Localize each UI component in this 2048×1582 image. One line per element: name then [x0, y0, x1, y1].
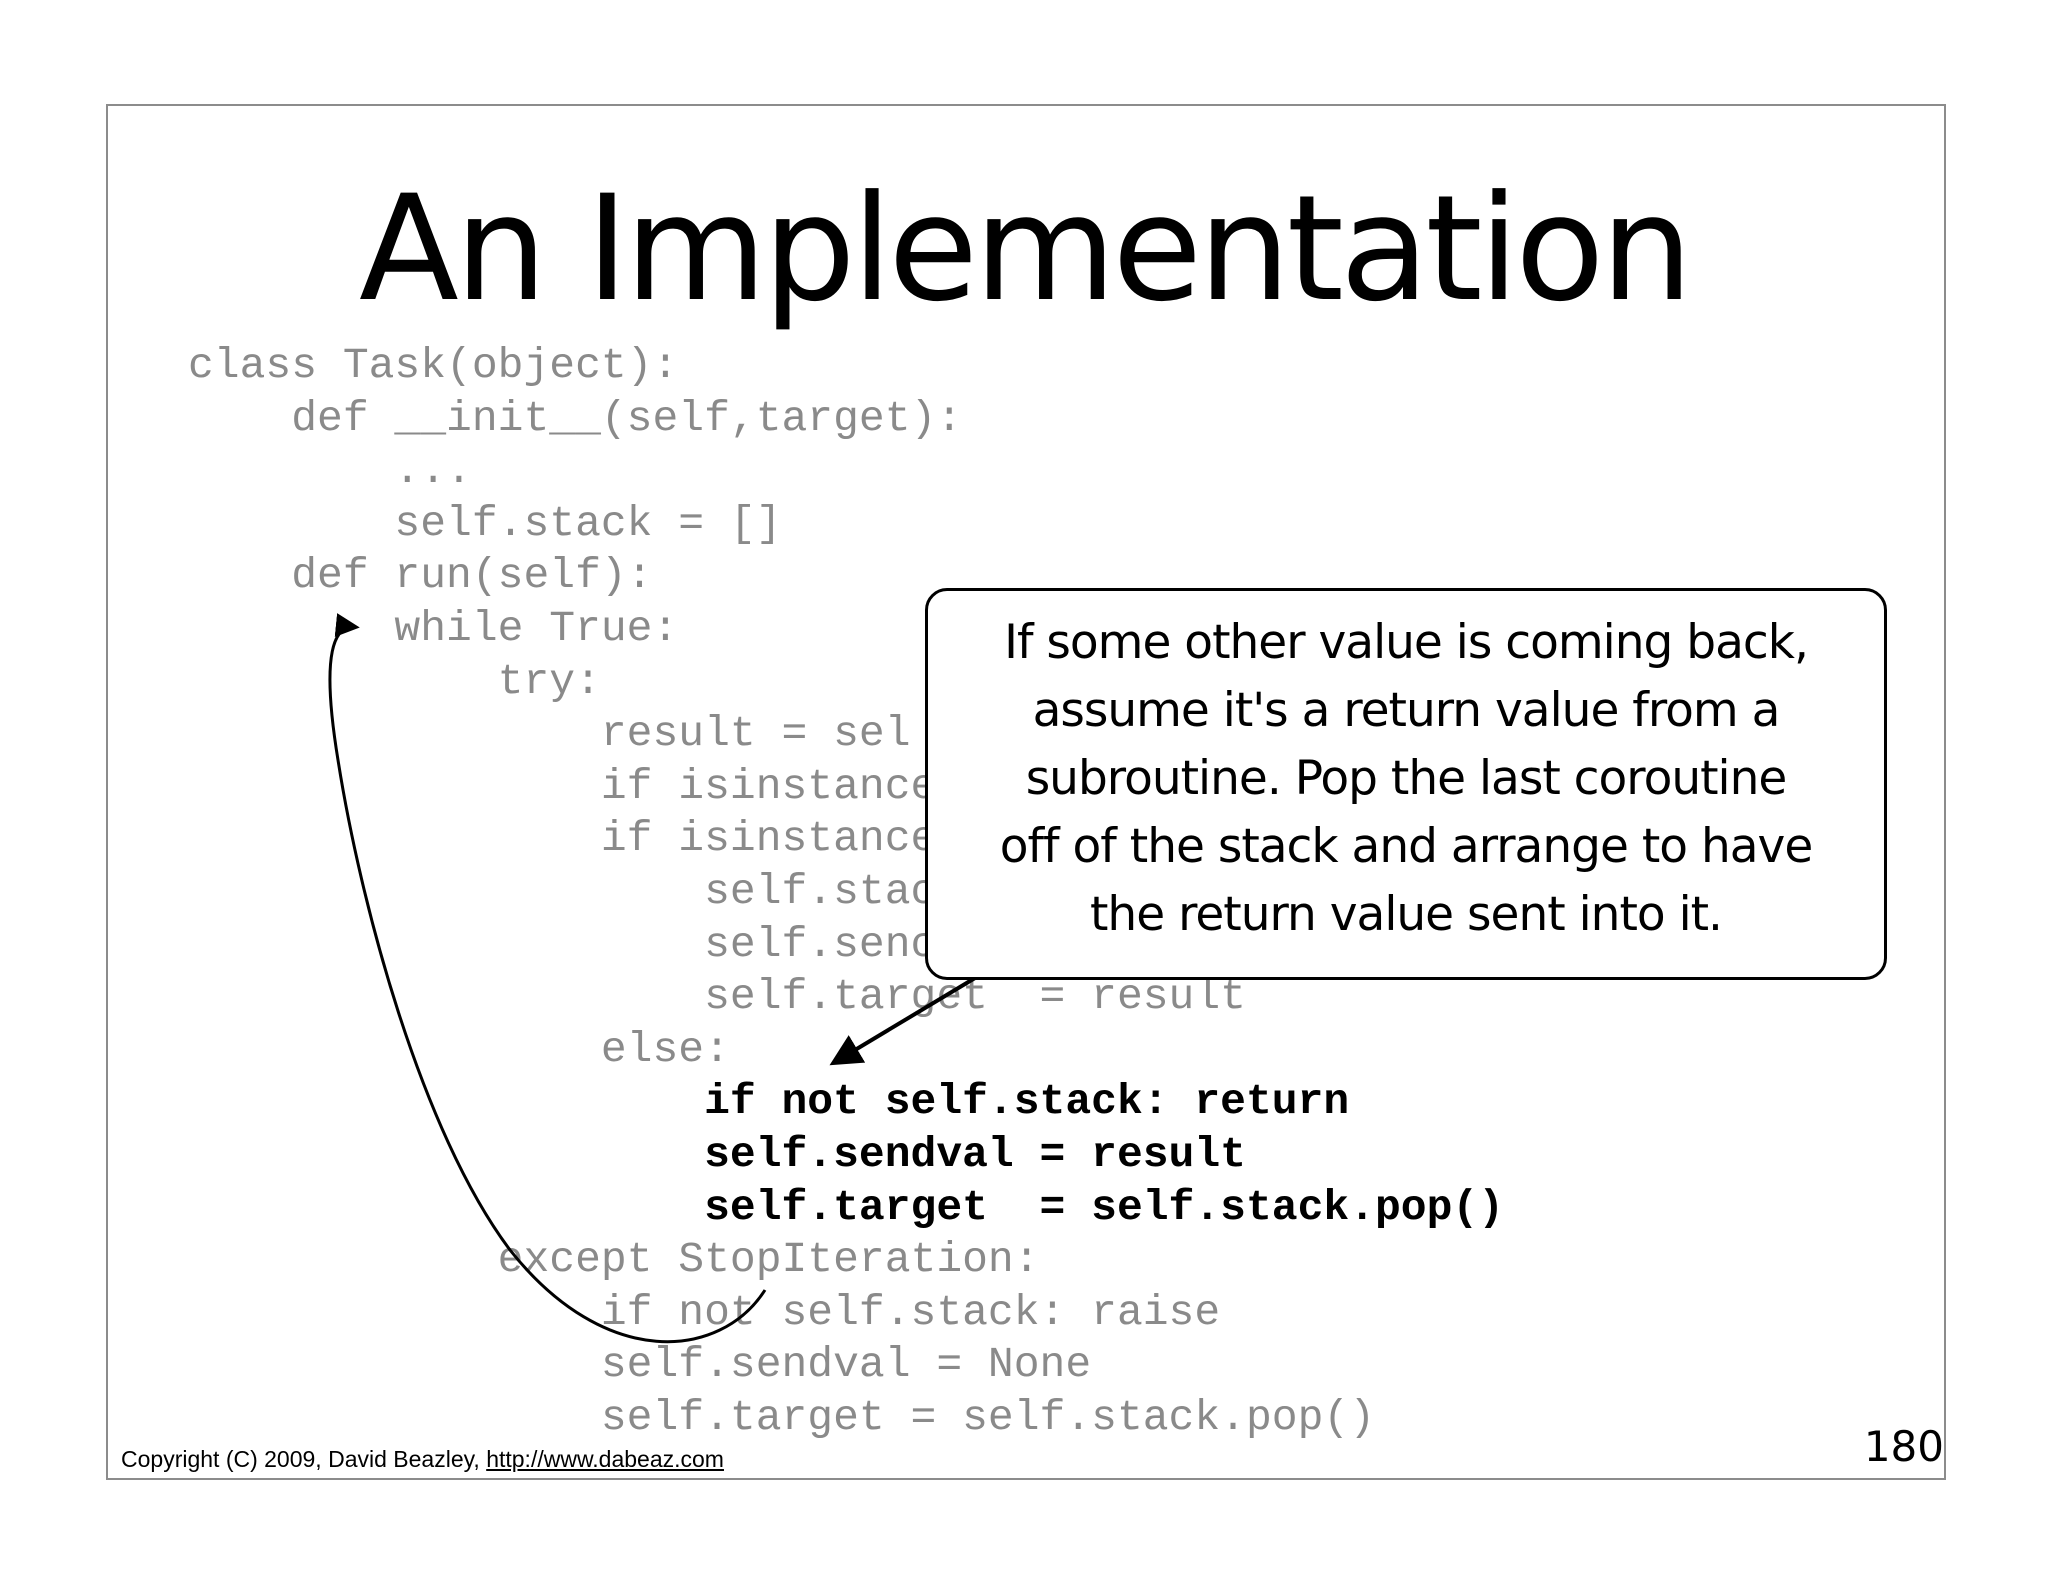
footer-link[interactable]: http://www.dabeaz.com	[486, 1446, 724, 1472]
footer-copyright: Copyright (C) 2009, David Beazley, http:…	[121, 1446, 724, 1473]
code-line: class Task(object):	[188, 341, 679, 390]
callout-pointer-arrow	[829, 976, 977, 1066]
code-line: self.target = self.stack.pop()	[188, 1182, 1505, 1232]
code-line: if not self.stack: raise	[188, 1287, 1221, 1337]
callout-line: off of the stack and arrange to have	[999, 819, 1814, 874]
loop-back-arrow	[328, 613, 767, 1344]
code-line: ...	[188, 446, 472, 496]
code-line: self.senc	[188, 919, 937, 969]
code-line: if isinstance	[188, 814, 937, 864]
code-line: else:	[188, 1024, 730, 1074]
slide-title: An Implementation	[358, 164, 1693, 334]
callout-line: If some other value is coming back,	[1004, 615, 1809, 670]
code-line: self.sendval = None	[188, 1340, 1092, 1390]
copyright-text: Copyright (C) 2009, David Beazley,	[121, 1446, 487, 1472]
callout-line: subroutine. Pop the last coroutine	[1025, 751, 1788, 806]
code-line: try:	[188, 656, 601, 706]
code-line: self.target = result	[188, 972, 1246, 1022]
code-line: def __init__(self,target):	[188, 393, 963, 443]
code-line: result = sel	[188, 709, 911, 759]
code-line: self.stack = []	[188, 498, 782, 548]
callout-box: If some other value is coming back, assu…	[925, 588, 1887, 980]
page-number: 180	[1863, 1422, 1944, 1471]
code-line: def run(self):	[188, 551, 653, 601]
code-line: while True:	[188, 604, 679, 653]
code-line: except StopIteration:	[188, 1235, 1040, 1285]
code-line: self.stac	[188, 867, 937, 916]
code-line: self.target = self.stack.pop()	[188, 1393, 1375, 1442]
code-line: if isinstance	[188, 761, 937, 811]
code-line: self.sendval = result	[188, 1130, 1246, 1179]
callout-line: assume it's a return value from a	[1032, 683, 1781, 738]
callout-line: the return value sent into it.	[1090, 887, 1723, 942]
code-line: if not self.stack: return	[188, 1077, 1350, 1127]
